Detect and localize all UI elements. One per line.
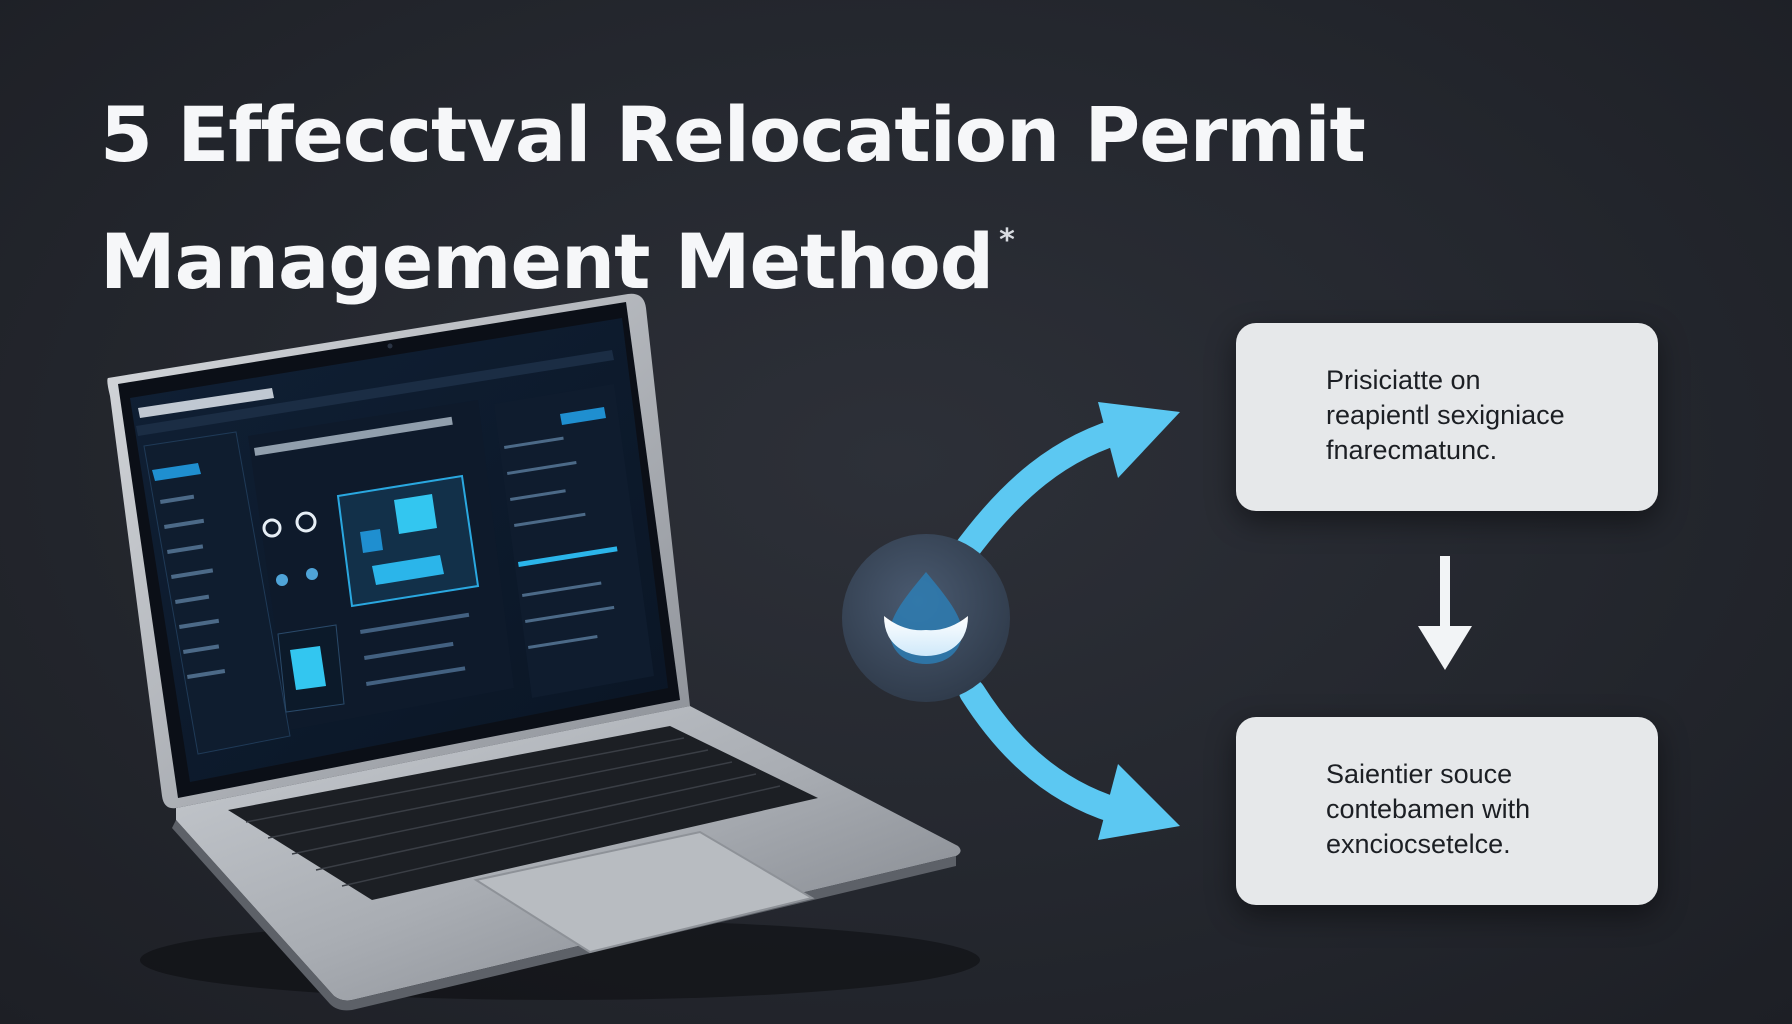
info-card-bottom: Saientier souce contebamen with exnciocs…: [1236, 717, 1658, 905]
card-top-line-3: fnarecmatunc.: [1326, 435, 1498, 465]
card-top-line-2: reapientl sexigniace: [1326, 400, 1565, 430]
arrow-down-right: [959, 679, 1141, 827]
laptop: [107, 293, 980, 1011]
title-line-1: 5 Effecctval Relocation Permit: [100, 90, 1366, 179]
title-line-2: Management Method*: [100, 188, 1600, 315]
card-bottom-line-2: contebamen with: [1326, 794, 1531, 824]
page-title: 5 Effecctval Relocation Permit Managemen…: [100, 82, 1600, 315]
card-bottom-line-3: exnciocsetelce.: [1326, 829, 1511, 859]
flow-arrows: [949, 402, 1180, 840]
arrow-up-right: [949, 415, 1143, 569]
laptop-screen: [130, 318, 668, 782]
arrow-down-icon: [1418, 556, 1472, 670]
card-bottom-line-1: Saientier souce: [1326, 759, 1513, 789]
hub: [842, 534, 1010, 702]
title-line-2-text: Management Method: [100, 217, 994, 306]
info-card-top: Prisiciatte on reapientl sexigniace fnar…: [1236, 323, 1658, 511]
laptop-trackpad: [473, 830, 815, 954]
cloud-drop-icon: [884, 572, 968, 664]
title-mark: *: [999, 223, 1015, 258]
card-top-line-1: Prisiciatte on: [1326, 365, 1481, 395]
